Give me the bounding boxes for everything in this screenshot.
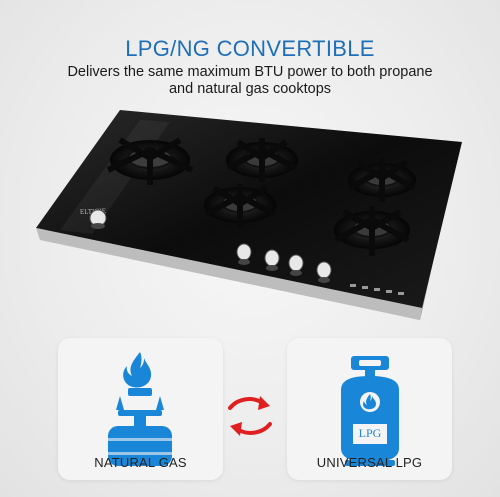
knob-1 <box>236 243 252 265</box>
control-panel-indicators <box>350 284 404 295</box>
convert-arrows-icon <box>228 396 272 436</box>
subtitle-line-1: Delivers the same maximum BTU power to b… <box>67 64 433 80</box>
front-edge <box>36 228 422 320</box>
page-subtitle: Delivers the same maximum BTU power to b… <box>40 64 460 98</box>
lpg-cylinder-text: LPG <box>358 426 382 440</box>
burner-right-front <box>334 206 410 256</box>
lpg-cylinder-icon <box>341 356 399 466</box>
burner-rear-left <box>106 137 194 185</box>
page-title: LPG/NG CONVERTIBLE <box>125 36 375 61</box>
natural-gas-card: NATURAL GAS <box>58 338 223 480</box>
knob-3 <box>288 254 304 276</box>
lpg-card: LPG UNIVERSAL LPG <box>287 338 452 480</box>
burner-center <box>204 184 276 228</box>
burner-rear-center <box>226 138 298 182</box>
subtitle-line-2: and natural gas cooktops <box>168 81 332 97</box>
natural-gas-burner-icon <box>108 352 172 466</box>
burner-right-rear <box>348 158 416 202</box>
knob-left <box>89 209 107 229</box>
lpg-label: UNIVERSAL LPG <box>316 455 423 470</box>
knob-4 <box>316 261 332 283</box>
natural-gas-label: NATURAL GAS <box>94 455 187 470</box>
knob-2 <box>264 249 280 271</box>
